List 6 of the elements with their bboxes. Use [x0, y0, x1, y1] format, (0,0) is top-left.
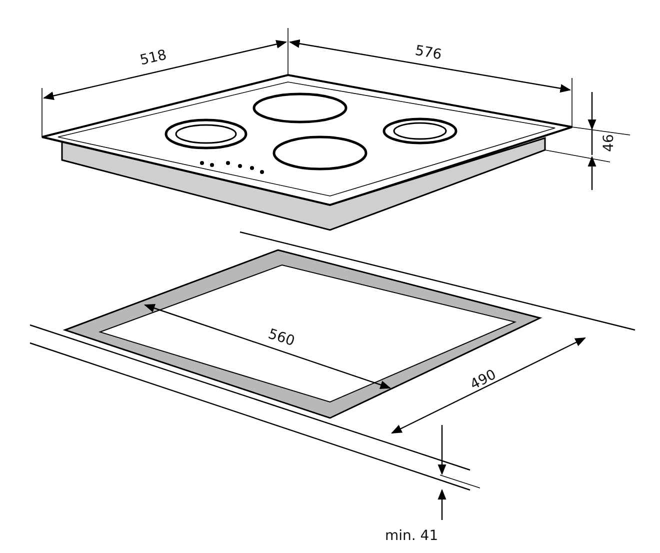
dimension-label: 518 — [138, 47, 168, 69]
dimension-label: 490 — [468, 366, 499, 394]
dimension-label: min. 41 — [385, 528, 438, 544]
dimension-label: 560 — [266, 326, 297, 350]
dimension-label: 46 — [600, 134, 617, 152]
dimension-label: 576 — [414, 42, 443, 64]
